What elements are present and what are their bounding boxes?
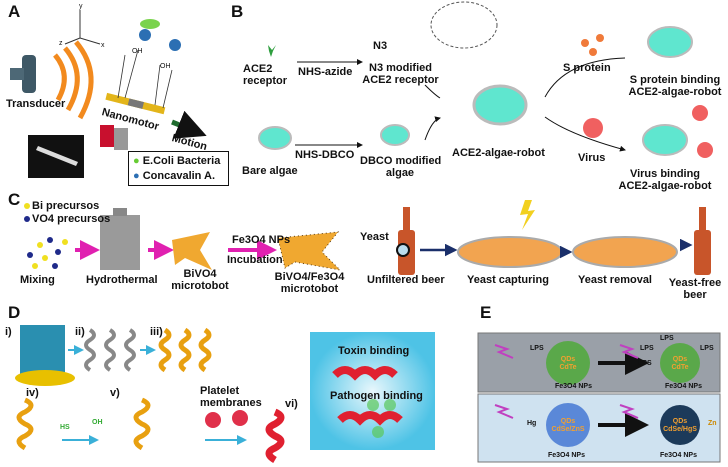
panel-label-e: E [480,303,492,322]
panel-label-a: A [8,2,21,21]
hg-label: Hg [527,420,537,427]
incubation-label: Incubation [227,254,283,266]
motion-arrow [171,110,207,139]
panel-label-b: B [231,2,244,21]
yeast-free-bottle-icon [694,207,711,275]
zoom-inset [430,1,498,49]
step-i: i) [5,326,12,338]
lps-label: LPS [640,345,654,352]
hydrothermal-label: Hydrothermal [86,274,158,286]
fe3o4-label: Fe3O4 NPs [232,234,291,246]
oh-label-d: OH [92,419,103,426]
bacteria-icon [140,19,160,29]
algae-icon [258,126,292,150]
transducer-icon [10,55,36,93]
bare-algae-label: Bare algae [242,165,298,177]
step-v: v) [110,387,120,399]
s-binding-robot-icon [647,26,693,58]
zn-label: Zn [708,420,717,427]
nanomotor-icon [105,92,166,115]
fe3o4-label-e: Fe3O4 NPs [665,383,702,390]
axis-y: y [79,3,83,10]
panel-label-c: C [8,190,21,209]
virus-binding-robot-icon [642,124,688,156]
s-protein-label: S protein [563,62,611,74]
hs-label: HS [60,424,70,431]
platelet-membrane-icon [205,412,221,428]
step-ii: ii) [75,326,85,338]
capturing-label: Yeast capturing [467,274,549,286]
beer-bottle-icon [398,207,415,275]
n3-label: N3 [373,40,388,52]
step-vi: vi) [285,398,298,410]
ultrasound-waves-icon [53,40,94,120]
concanavalin-icon [169,39,181,51]
template-icon [20,325,65,375]
virus-label: Virus [578,152,606,164]
petri-dish-capturing [457,236,563,268]
concanavalin-icon [139,29,151,41]
oh-label: OH [160,63,171,70]
autoclave-icon [100,215,140,270]
helix-icons [84,328,136,372]
nhs-azide-label: NHS-azide [298,66,353,78]
ace2-algae-robot-icon [472,84,528,126]
magnet-icon [100,125,128,150]
mixing-label: Mixing [20,274,55,286]
composite-microrobot-icon [277,231,342,271]
pathogen-binding-label: Pathogen binding [330,390,423,402]
lps-label: LPS [700,345,714,352]
unfiltered-label: Unfiltered beer [367,274,445,286]
bivo4-microrobot-icon [172,232,212,270]
panel-label-d: D [8,303,21,322]
lps-label: LPS [638,360,652,367]
precursor-particles [27,237,68,269]
axis-x: x [101,42,105,49]
ace2-algae-robot-label: ACE2-algae-robot [452,147,545,159]
legend-bacteria: ● E.Coli Bacteria [133,155,221,167]
yeast-label: Yeast [360,231,389,243]
transducer-label: Transducer [6,98,66,110]
bi-precursor-label: Bi precursos [32,200,100,212]
step-iv: iv) [26,387,39,399]
axes-icon [64,10,101,45]
magnifier-icon [396,243,410,257]
ace2-receptor-icon [268,45,276,57]
fe3o4-label-e: Fe3O4 NPs [548,452,585,459]
algae-icon [380,124,410,146]
petri-dish-removal [572,236,678,268]
magnetic-field-icon [520,200,535,230]
s-protein-icon [581,34,604,56]
fe3o4-label-e: Fe3O4 NPs [555,383,592,390]
vo4-precursor-label: VO4 precursos [32,213,111,225]
toxin-binding-label: Toxin binding [338,345,410,357]
axis-z: z [59,40,63,47]
legend: ● E.Coli Bacteria ● Concavalin A. [128,151,229,186]
removal-label: Yeast removal [578,274,652,286]
virus-icon [583,118,603,138]
legend-concanavalin: ● Concavalin A. [133,170,216,182]
oh-label: OH [132,48,143,55]
nhs-dbco-label: NHS-DBCO [295,149,355,161]
linker-chains [117,49,173,109]
fe3o4-label-e: Fe3O4 NPs [660,452,697,459]
lps-label: LPS [530,345,544,352]
step-iii: iii) [150,326,163,338]
lps-label: LPS [660,335,674,342]
